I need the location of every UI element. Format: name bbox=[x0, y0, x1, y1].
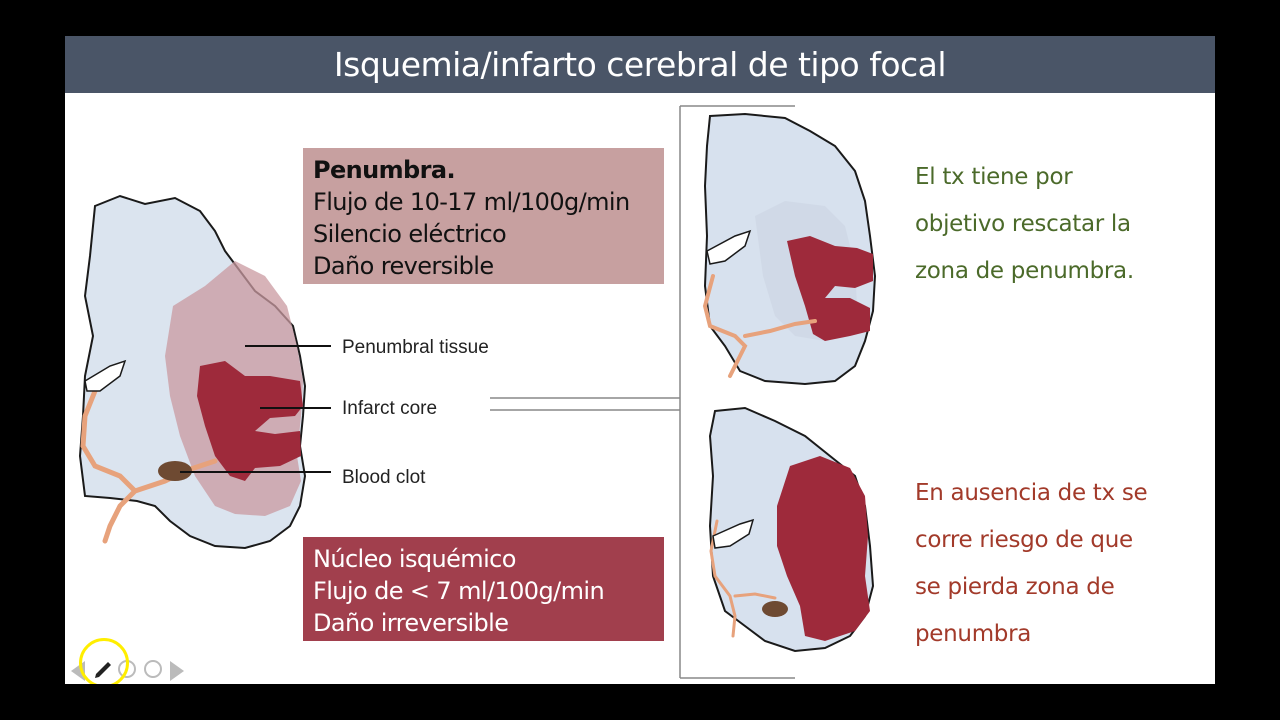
blood-clot-untreated bbox=[762, 601, 788, 617]
note-treatment: El tx tiene por objetivo rescatar la zon… bbox=[915, 154, 1134, 295]
ventricle bbox=[84, 359, 127, 392]
core-damage: Daño irreversible bbox=[313, 609, 509, 637]
note-no-treatment: En ausencia de tx se corre riesgo de que… bbox=[915, 470, 1148, 658]
cursor-highlight bbox=[79, 638, 129, 684]
infarct-core-treated bbox=[787, 236, 873, 341]
penumbra-info-box: Penumbra. Flujo de 10-17 ml/100g/min Sil… bbox=[303, 148, 664, 284]
note-treatment-line: El tx tiene por bbox=[915, 164, 1073, 190]
note-no-treatment-line: En ausencia de tx se bbox=[915, 480, 1148, 506]
infarct-core-untreated bbox=[777, 456, 870, 641]
label-infarct-core: Infarct core bbox=[342, 398, 438, 419]
slide-title: Isquemia/infarto cerebral de tipo focal bbox=[333, 45, 947, 84]
label-blood-clot: Blood clot bbox=[342, 467, 426, 488]
note-treatment-line: objetivo rescatar la bbox=[915, 211, 1131, 237]
title-bar bbox=[65, 36, 1215, 93]
penumbra-heading: Penumbra. bbox=[313, 156, 456, 184]
next-slide-icon[interactable] bbox=[170, 661, 184, 681]
penumbra-electric: Silencio eléctrico bbox=[313, 220, 507, 248]
core-info-box: Núcleo isquémico Flujo de < 7 ml/100g/mi… bbox=[303, 537, 664, 641]
slide: Isquemia/infarto cerebral de tipo focal bbox=[65, 36, 1215, 684]
artery-treated bbox=[702, 274, 817, 378]
blood-clot bbox=[158, 461, 192, 481]
artery-untreated bbox=[709, 519, 777, 638]
note-treatment-line: zona de penumbra. bbox=[915, 258, 1134, 284]
note-no-treatment-line: corre riesgo de que bbox=[915, 527, 1133, 553]
core-flow: Flujo de < 7 ml/100g/min bbox=[313, 577, 605, 605]
brain-diagram bbox=[78, 105, 877, 679]
note-no-treatment-line: penumbra bbox=[915, 621, 1032, 647]
penumbra-damage: Daño reversible bbox=[313, 252, 494, 280]
note-no-treatment-line: se pierda zona de bbox=[915, 574, 1115, 600]
infarct-core-region bbox=[197, 361, 303, 481]
label-penumbral-tissue: Penumbral tissue bbox=[342, 337, 489, 358]
ventricle-untreated bbox=[712, 518, 755, 549]
ventricle-treated bbox=[706, 229, 752, 265]
more-options-icon[interactable] bbox=[144, 660, 162, 678]
penumbra-flow: Flujo de 10-17 ml/100g/min bbox=[313, 188, 630, 216]
core-heading: Núcleo isquémico bbox=[313, 545, 516, 573]
